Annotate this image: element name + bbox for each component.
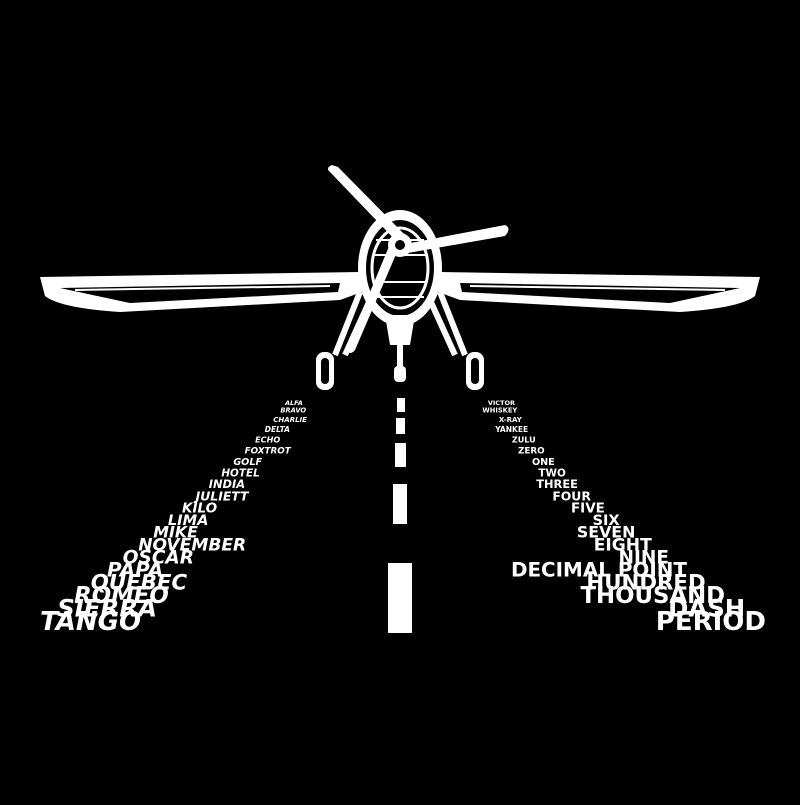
left-word: LIMA [168,512,209,529]
propeller [327,165,509,353]
right-word-column: VICTORWHISKEYX-RAYYANKEEZULUZEROONETWOTH… [482,399,766,637]
right-word: FIVE [571,501,605,517]
right-word: THOUSAND [580,583,725,609]
left-word: DELTA [265,425,290,434]
tail-wheel [394,366,406,382]
airplane-illustration [40,165,760,390]
right-word: THREE [536,477,578,491]
right-word: HUNDRED [586,571,705,596]
left-word: FOXTROT [245,446,292,456]
right-word: WHISKEY [482,407,517,415]
right-word: YANKEE [494,425,528,434]
right-word: ONE [532,457,555,468]
right-word: VICTOR [488,399,515,407]
left-word: TANGO [40,607,141,637]
left-word: BRAVO [280,407,306,415]
left-word: OSCAR [123,547,194,568]
left-word: SIERRA [57,593,157,622]
right-word: FOUR [552,488,591,503]
runway-centerline [388,398,412,633]
left-word: GOLF [233,457,262,468]
left-word: ECHO [255,434,280,444]
runway-dash [395,443,406,467]
right-word: ZULU [512,434,536,444]
runway-dash [397,398,405,412]
right-word: SIX [592,512,619,529]
left-word: CHARLIE [273,416,307,424]
runway-dash [388,563,412,633]
right-word: NINE [618,547,669,568]
left-word: INDIA [209,477,245,491]
right-word: ZERO [518,446,545,456]
left-word: HOTEL [221,467,259,479]
left-word: NOVEMBER [138,535,246,555]
right-word: SEVEN [577,523,635,542]
runway-dash [393,484,407,524]
right-word: DECIMAL POINT [511,558,687,581]
right-word: TWO [538,467,566,479]
left-word: QUEBEC [91,571,188,596]
left-word: KILO [182,501,217,517]
runway-dash [396,418,405,434]
right-word: X-RAY [499,416,523,424]
left-word: JULIETT [193,488,250,503]
right-word: DASH [668,593,745,622]
right-word: PERIOD [656,607,766,637]
left-word: PAPA [107,558,163,581]
left-word: ALFA [284,399,303,407]
right-word: EIGHT [594,535,652,555]
left-word: ROMEO [74,583,169,609]
left-word: MIKE [153,523,198,542]
